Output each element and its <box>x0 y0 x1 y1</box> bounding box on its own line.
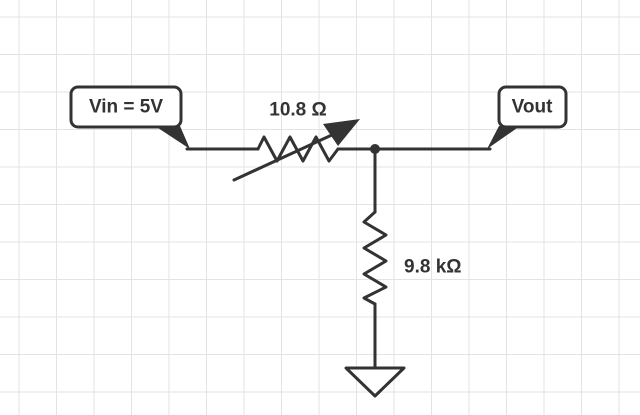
junction-dot <box>370 144 380 154</box>
vout-pointer <box>487 126 520 149</box>
vout-label-box <box>497 85 568 129</box>
variable-resistor-arrow-shaft <box>232 126 349 182</box>
vout-label: Vout <box>512 97 553 118</box>
vin-label-box <box>69 85 183 129</box>
vin-node[interactable]: Vin = 5V <box>69 85 190 149</box>
ground-symbol[interactable] <box>344 366 406 398</box>
vin-pointer <box>155 126 190 149</box>
wires <box>185 147 492 370</box>
fixed-resistor-value-label: 9.8 kΩ <box>404 257 462 278</box>
variable-resistor-arrow-head <box>323 119 360 146</box>
vin-label: Vin = 5V <box>89 97 163 118</box>
fixed-resistor[interactable] <box>362 210 388 306</box>
vout-node[interactable]: Vout <box>487 85 568 149</box>
variable-resistor[interactable] <box>232 119 360 182</box>
variable-resistor-value-label: 10.8 Ω <box>269 100 327 121</box>
variable-resistor-zigzag <box>256 135 340 163</box>
